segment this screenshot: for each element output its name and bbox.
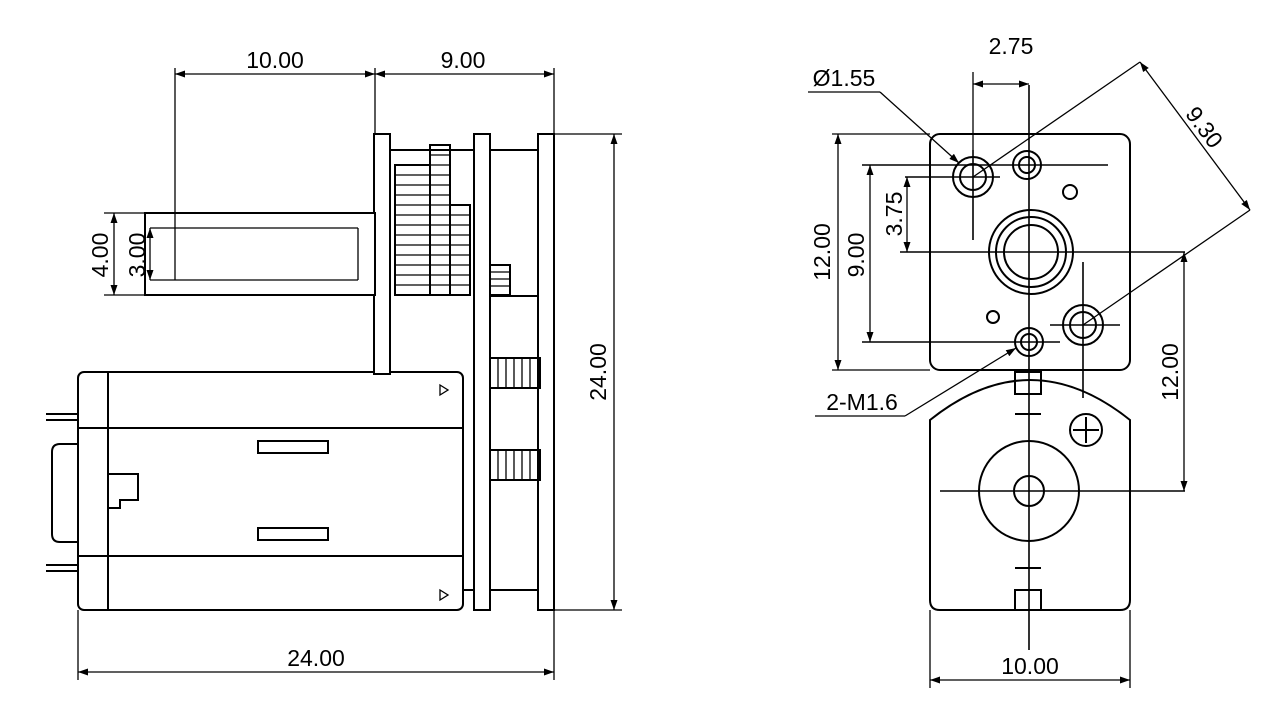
label-plate-height: 12.00 xyxy=(809,223,835,281)
label-side-height: 24.00 xyxy=(585,343,611,401)
dim-shaft-diameters: 4.00 3.00 xyxy=(87,212,175,296)
front-centerlines xyxy=(862,85,1185,650)
label-overall-length: 24.00 xyxy=(287,645,345,671)
label-hole-diameter: Ø1.55 xyxy=(813,65,876,91)
dim-front-width: 10.00 xyxy=(929,610,1131,688)
front-plate xyxy=(929,133,1131,611)
label-front-width: 10.00 xyxy=(1001,653,1059,679)
label-gearbox-length: 9.00 xyxy=(441,47,486,73)
dim-side-height: 24.00 xyxy=(554,133,622,611)
label-shaft-length: 10.00 xyxy=(246,47,304,73)
dim-motor-offset: 12.00 xyxy=(1157,252,1188,491)
motor-body xyxy=(46,371,464,611)
dim-inner-height: 3.75 xyxy=(881,177,911,252)
dim-overall-length: 24.00 xyxy=(77,610,555,680)
dim-hole-diameter: Ø1.55 xyxy=(808,65,960,164)
gear-stack xyxy=(394,144,541,481)
label-motor-offset: 12.00 xyxy=(1157,343,1183,401)
dim-plate-height: 12.00 xyxy=(809,133,930,371)
label-thread: 2-M1.6 xyxy=(826,389,898,415)
dim-gearbox-length: 9.00 xyxy=(375,47,555,134)
dim-thread: 2-M1.6 xyxy=(815,347,1017,417)
label-shaft-diameter: 3.00 xyxy=(124,233,150,278)
label-outer-diameter: 4.00 xyxy=(87,233,113,278)
dim-shaft-length: 10.00 xyxy=(174,47,376,228)
dim-hole-spacing-y: 9.00 xyxy=(843,165,874,342)
label-hole-spacing-y: 9.00 xyxy=(843,233,869,278)
output-shaft xyxy=(144,212,376,296)
side-view: 10.00 9.00 4.00 3.00 24.00 xyxy=(46,47,622,680)
label-inner-height: 3.75 xyxy=(881,192,907,237)
front-view: 2.75 Ø1.55 9.30 12.00 9.00 xyxy=(808,33,1251,688)
label-hole-spacing-x: 2.75 xyxy=(989,33,1034,59)
dim-hole-spacing-x: 2.75 xyxy=(972,33,1034,150)
